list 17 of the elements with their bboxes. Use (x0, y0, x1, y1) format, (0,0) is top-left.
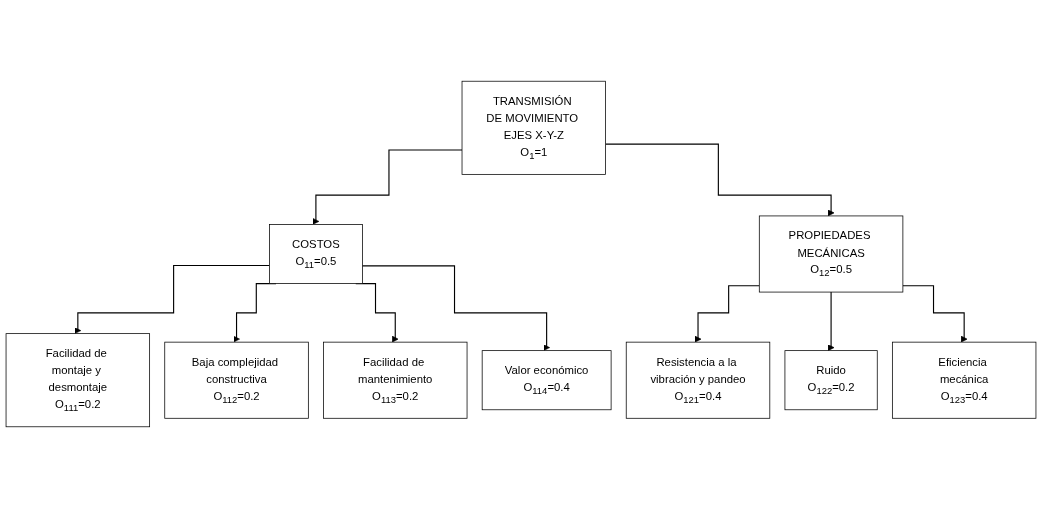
arrow (605, 143, 835, 217)
arrow (902, 285, 968, 343)
node-box: Valor económico O$_{114}$=0.4 (481, 350, 612, 411)
node-box: Resistencia a la vibración y pandeo O$_{121}$=0.4 (625, 341, 771, 419)
arrow (827, 291, 835, 351)
arrow (361, 265, 550, 351)
node-box: Eficiencia mecánica O$_{123}$=0.4 (892, 341, 1037, 419)
arrow (694, 285, 760, 343)
node-box: COSTOS O$_{11}$=0.5 (269, 224, 363, 284)
node-box: PROPIEDADES MECÁNICAS O$_{12}$=0.5 (758, 215, 904, 293)
node-box: Facilidad de mantenimiento O$_{113}$=0.2 (323, 341, 468, 419)
node-box: Ruido O$_{122}$=0.2 (784, 350, 878, 411)
arrow (312, 149, 463, 225)
node-box: TRANSMISIÓN DE MOVIMIENTO EJES X-Y-Z O$_{1}$=1 (461, 80, 606, 175)
arrow (74, 264, 270, 334)
node-box: Baja complejidad constructiva O$_{112}$=0.2 (164, 341, 309, 419)
node-box: Facilidad de montaje y desmontaje O$_{111}$=0.2 (5, 333, 150, 428)
